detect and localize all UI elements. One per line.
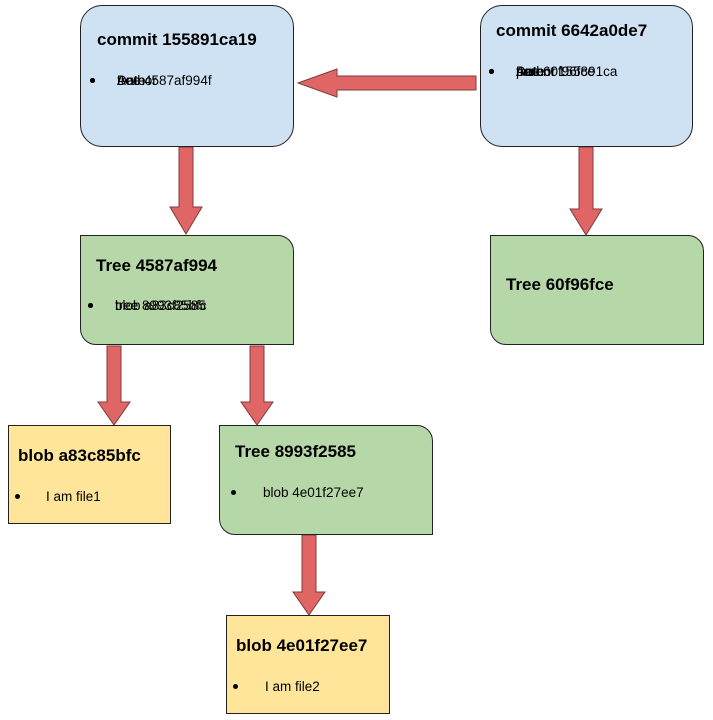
commit-node-1: commit 155891ca19 Author Date tree 4587a… xyxy=(80,5,294,147)
tree-node-1-title: Tree 4587af994 xyxy=(96,256,217,275)
tree-node-2-title: Tree 60f96fce xyxy=(506,275,614,294)
blob-node-1: blob a83c85bfc I am file1 xyxy=(8,425,171,524)
commit-node-2: commit 6642a0de7 Author Date tree 60f96f… xyxy=(480,5,693,147)
arrow-tree1-to-tree3 xyxy=(240,345,274,426)
commit-node-1-title: commit 155891ca19 xyxy=(97,30,257,49)
tree-node-1: Tree 4587af994 blob a83c85bfc tree 8993f… xyxy=(80,235,294,345)
tree-node-3-title: Tree 8993f2585 xyxy=(235,442,356,461)
arrow-commit1-to-tree1 xyxy=(169,146,203,235)
arrow-commit2-to-commit1 xyxy=(296,68,477,98)
tree-node-2: Tree 60f96fce xyxy=(490,235,704,345)
commit-node-2-title: commit 6642a0de7 xyxy=(496,21,648,40)
tree-node-3: Tree 8993f2585 blob 4e01f27ee7 xyxy=(219,425,433,535)
arrow-tree1-to-blob1 xyxy=(97,345,131,426)
blob-node-2-title: blob 4e01f27ee7 xyxy=(236,636,368,655)
arrow-commit2-to-tree2 xyxy=(569,146,603,236)
blob-node-2: blob 4e01f27ee7 I am file2 xyxy=(226,615,390,714)
arrow-tree3-to-blob2 xyxy=(292,534,326,616)
blob-node-1-title: blob a83c85bfc xyxy=(18,446,141,465)
